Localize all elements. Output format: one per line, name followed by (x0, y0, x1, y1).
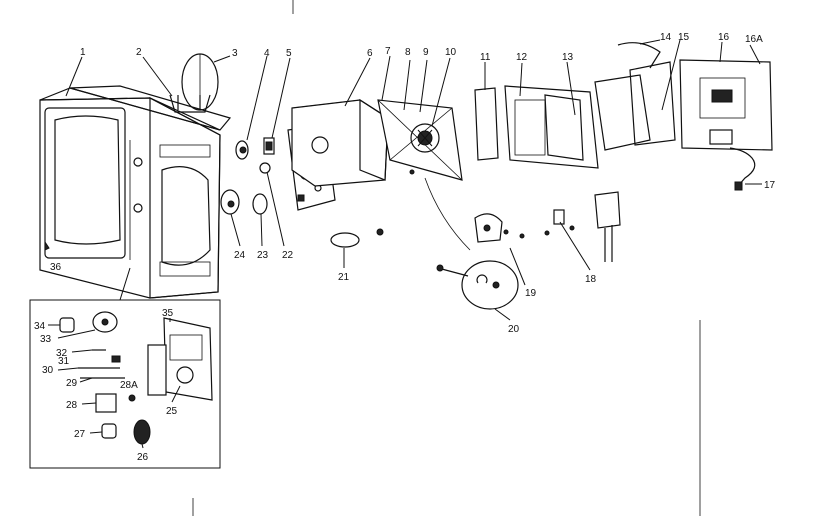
label-3: 3 (232, 48, 238, 59)
label-15: 15 (678, 32, 690, 43)
leader-23 (260, 213, 263, 247)
label-20: 20 (508, 324, 520, 335)
label-28a: 28A (120, 380, 138, 391)
label-21: 21 (338, 272, 350, 283)
leader-12 (519, 62, 523, 97)
label-27: 27 (74, 429, 86, 440)
label-28: 28 (66, 400, 78, 411)
knob-parts (220, 137, 275, 215)
leader-30 (57, 367, 79, 371)
leader-6 (344, 57, 371, 107)
label-32: 32 (56, 348, 68, 359)
leader-9 (419, 59, 428, 113)
label-10: 10 (445, 47, 457, 58)
leader-25 (171, 385, 181, 403)
leader-10 (431, 57, 451, 127)
label-2: 2 (136, 47, 142, 58)
leader-4 (246, 55, 268, 141)
inset-pointer (119, 267, 131, 301)
back-panel (617, 42, 773, 151)
label-18: 18 (585, 274, 597, 285)
chassis-assembly (474, 74, 651, 169)
label-4: 4 (264, 48, 270, 59)
label-19: 19 (525, 288, 537, 299)
label-33: 33 (40, 334, 52, 345)
label-26: 26 (137, 452, 149, 463)
leader-26 (141, 443, 144, 449)
leader-24 (230, 213, 241, 247)
label-17: 17 (764, 180, 776, 191)
label-9: 9 (423, 47, 429, 58)
leader-19 (509, 247, 526, 286)
leader-20 (494, 308, 511, 321)
leader-18 (559, 221, 591, 271)
leader-27 (89, 431, 103, 434)
label-22: 22 (282, 250, 294, 261)
yoke-assembly (377, 99, 463, 181)
label-24: 24 (234, 250, 246, 261)
picture-tube-shell (291, 98, 389, 187)
leader-2 (142, 56, 173, 97)
power-cord (729, 147, 756, 191)
label-7: 7 (385, 46, 391, 57)
part-36-foot (44, 240, 50, 251)
leader-16a (749, 44, 761, 65)
label-36: 36 (50, 262, 62, 273)
leader-29 (79, 377, 93, 383)
label-1: 1 (80, 47, 86, 58)
speaker-parts (424, 177, 525, 310)
label-13: 13 (562, 52, 574, 63)
label-25: 25 (166, 406, 178, 417)
label-16a: 16A (745, 34, 763, 45)
label-34: 34 (34, 321, 46, 332)
leader-3 (213, 55, 231, 63)
label-8: 8 (405, 47, 411, 58)
leader-33 (57, 329, 96, 339)
label-12: 12 (516, 52, 528, 63)
label-29: 29 (66, 378, 78, 389)
leader-22 (266, 171, 285, 247)
tv-cabinet (39, 85, 232, 299)
label-6: 6 (367, 48, 373, 59)
label-35: 35 (162, 308, 174, 319)
label-11: 11 (480, 52, 491, 63)
label-31: 31 (58, 356, 70, 367)
leader-16 (719, 41, 723, 63)
detail-inset (29, 299, 221, 469)
label-5: 5 (286, 48, 292, 59)
leader-5 (271, 57, 291, 139)
leader-32 (71, 349, 93, 353)
inset-parts (59, 311, 213, 445)
leader-13 (566, 61, 576, 116)
label-30: 30 (42, 365, 54, 376)
leader-28 (81, 402, 97, 405)
label-23: 23 (257, 250, 269, 261)
label-14: 14 (660, 32, 672, 43)
leader-15 (661, 39, 681, 111)
control-bracket (544, 191, 621, 262)
leader-8 (403, 59, 411, 111)
antenna-assembly (169, 53, 219, 113)
label-16: 16 (718, 32, 730, 43)
leader-7 (381, 55, 391, 101)
leader-1 (65, 56, 83, 97)
leader-14 (639, 39, 661, 45)
